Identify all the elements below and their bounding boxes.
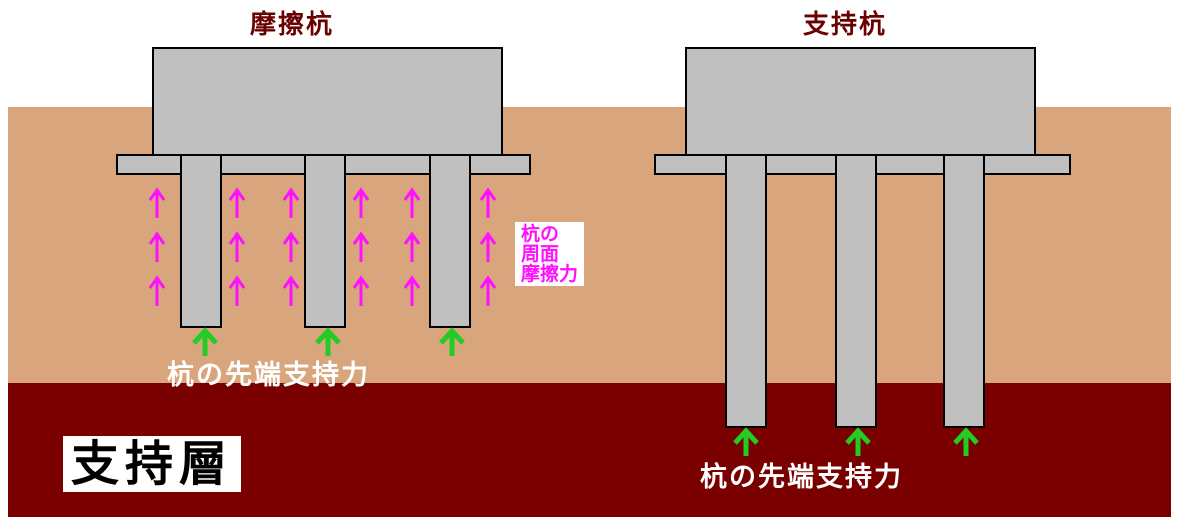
side-friction-label: 杭の 周面 摩擦力 (515, 222, 585, 286)
bearing-pile-structure (654, 47, 1071, 456)
bearing-pile-1 (725, 154, 767, 428)
bearing-pile-3 (943, 154, 985, 428)
bearing-pile-title: 支持杭 (803, 10, 888, 40)
side-friction-line: 周面 (521, 243, 560, 265)
bearing-pile-2 (835, 154, 877, 428)
friction-pile-structure (116, 47, 531, 356)
friction-pile-2 (304, 154, 346, 328)
tip-bearing-label-right: 杭の先端支持力 (700, 462, 903, 493)
friction-pile-3 (429, 154, 471, 328)
friction-pile-title: 摩擦杭 (250, 10, 335, 40)
pile-cap-right (685, 47, 1036, 156)
friction-pile-1 (180, 154, 222, 328)
side-friction-line: 杭の (521, 223, 560, 245)
bearing-layer-label: 支持層 (63, 436, 242, 492)
pile-cap-left (152, 47, 503, 156)
side-friction-line: 摩擦力 (521, 263, 579, 285)
tip-bearing-label-left: 杭の先端支持力 (167, 360, 370, 391)
